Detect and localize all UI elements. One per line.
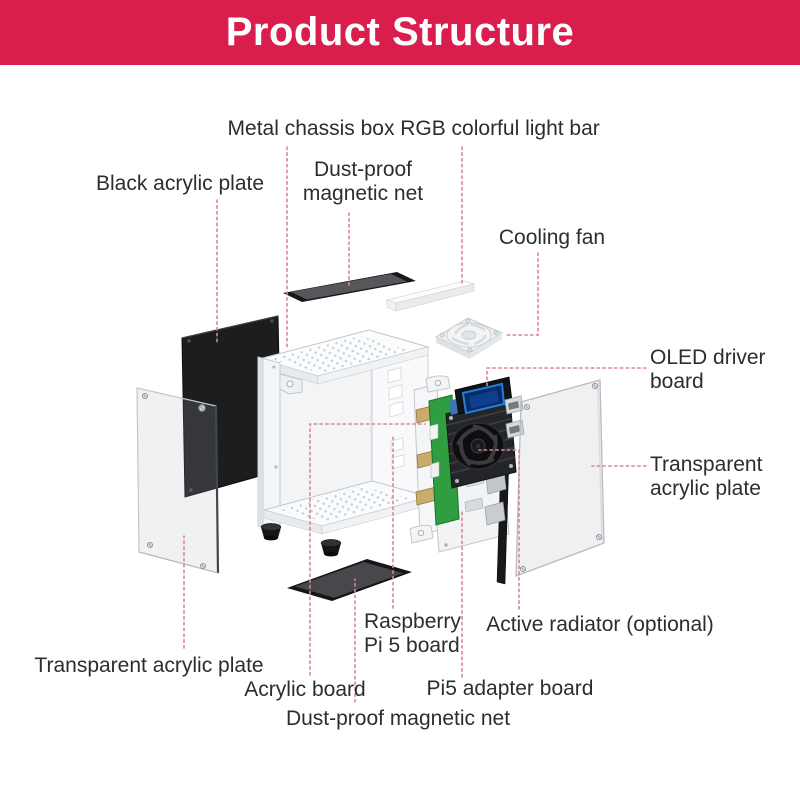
leader-oled-driver-board — [486, 367, 647, 387]
label-raspberry-pi5-board: Raspberry Pi 5 board — [364, 610, 461, 657]
dust-proof-net-top-part — [283, 272, 416, 302]
rubber-foot — [260, 523, 282, 541]
label-dust-proof-net-top: Dust-proof magnetic net — [302, 158, 424, 205]
label-cooling-fan: Cooling fan — [498, 226, 606, 249]
page-title: Product Structure — [225, 10, 575, 54]
pi-assembly — [409, 375, 525, 585]
label-dust-proof-net-bottom: Dust-proof magnetic net — [285, 707, 511, 730]
leader-active-radiator — [478, 449, 520, 610]
label-metal-chassis-box: Metal chassis box — [227, 117, 395, 140]
transparent-acrylic-plate-right-part — [515, 379, 605, 577]
leader-cooling-fan — [503, 252, 539, 336]
label-pi5-adapter-board: Pi5 adapter board — [426, 677, 594, 700]
label-transparent-acrylic-plate-left: Transparent acrylic plate — [34, 654, 264, 677]
label-black-acrylic-plate: Black acrylic plate — [95, 172, 265, 195]
label-rgb-light-bar: RGB colorful light bar — [400, 117, 600, 140]
label-oled-driver-board: OLED driver board — [650, 346, 766, 393]
cooling-fan-part — [434, 317, 504, 359]
rgb-light-bar-part — [385, 280, 476, 312]
label-active-radiator: Active radiator (optional) — [486, 613, 714, 636]
leader-acrylic-board — [309, 423, 426, 676]
metal-chassis-box-part — [257, 329, 432, 557]
dust-proof-net-bottom-part — [287, 559, 412, 601]
label-acrylic-board: Acrylic board — [244, 678, 366, 701]
rubber-foot — [320, 539, 342, 557]
transparent-acrylic-plate-left-part — [136, 387, 220, 574]
header-banner: Product Structure — [0, 0, 800, 65]
active-radiator-part — [445, 397, 517, 489]
label-transparent-acrylic-plate-right: Transparent acrylic plate — [650, 453, 763, 500]
leader-lines — [183, 146, 647, 703]
